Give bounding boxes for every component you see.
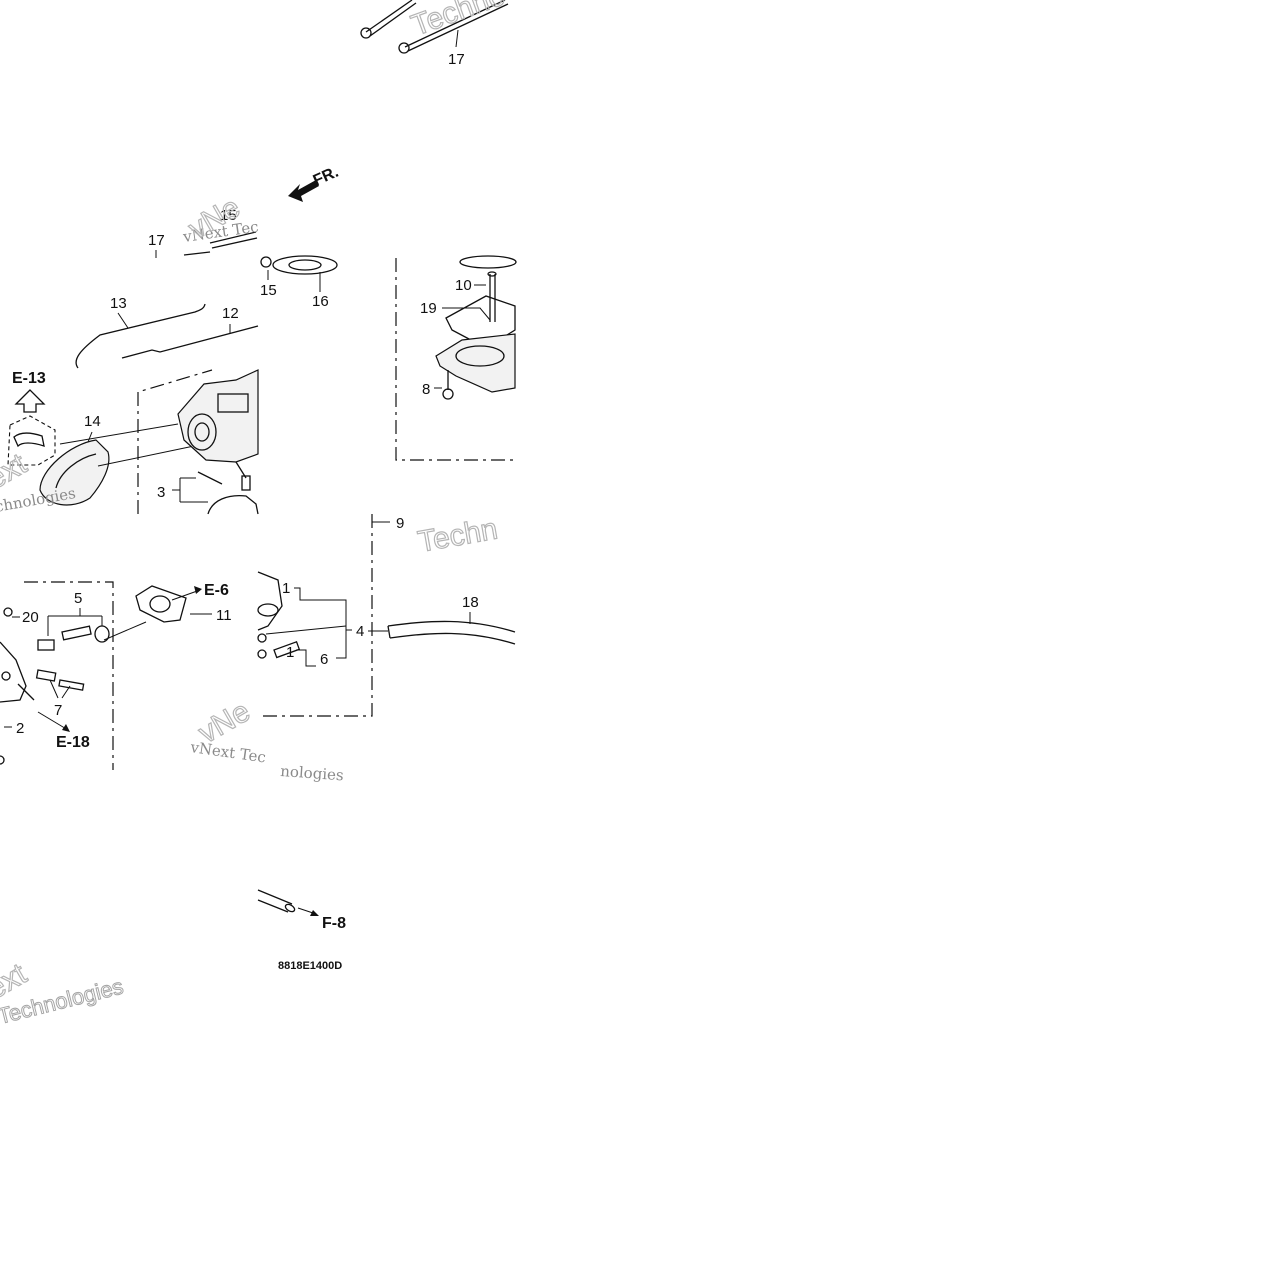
fuel-tube-bottom [257,889,296,913]
callout-13: 13 [110,295,127,312]
callout-14: 14 [84,413,101,430]
insulator-leader [103,621,147,641]
callout-6: 6 [320,651,328,668]
pin-3 [197,471,223,485]
e18-leader [37,711,69,731]
air-cover-14 [39,423,195,506]
fuel-tube-18 [387,620,516,645]
callout-5: 5 [74,590,82,607]
ref-f8: F-8 [322,915,346,932]
callout-1-lower: 1 [286,644,294,661]
watermark-chnologies-left: chnologies [0,484,77,516]
callout-8: 8 [422,381,430,398]
rod-12 [121,325,259,359]
insulator-11 [135,585,187,623]
screw-8 [442,388,454,400]
diaphragm-top [459,255,517,269]
bolt-17-top [360,0,509,54]
callout-15-upper: 15 [220,207,237,224]
callout-2: 2 [16,720,24,737]
callout-15-lower: 15 [260,282,277,299]
callout-17-upper: 17 [148,232,165,249]
callout-16: 16 [312,293,329,310]
callout-19: 19 [420,300,437,317]
up-arrow-icon [14,389,46,413]
watermark-techno-top: Techno [407,0,509,43]
screw-7-set [35,669,85,691]
callout-12: 12 [222,305,239,322]
gasket-19 [445,295,516,349]
figure-code: 8818E1400D [278,960,342,972]
throttle-body-left [0,641,35,703]
watermark-ext-left: ext [0,447,33,496]
dashed-frame-middle [258,514,373,717]
front-direction-label: FR. [311,164,341,190]
callout-18: 18 [462,594,479,611]
callout-9: 9 [396,515,404,532]
diaphragm-cover [257,571,283,643]
screw-20 [3,607,13,617]
callout-7: 7 [54,702,62,719]
dashed-frame-left-lower [24,581,114,770]
callout-4: 4 [356,623,364,640]
rod-13 [75,303,206,369]
screw-5-set [37,625,110,651]
watermark-nologies-lower: nologies [280,762,345,784]
callout-1-upper: 1 [282,580,290,597]
callout-10: 10 [455,277,472,294]
callout-20: 20 [22,609,39,626]
grommet-16 [260,255,338,275]
float [207,494,259,515]
front-direction-arrow-icon [288,180,319,202]
carburetor-body [137,369,259,514]
hose-dashed-outline [7,415,56,466]
callout-17-top: 17 [448,51,465,68]
ref-e18: E-18 [56,734,90,751]
watermark-techn-right: Techn [415,512,500,558]
float-chamber [435,333,516,393]
hose-elbow [13,432,45,448]
callout-11: 11 [216,607,232,624]
dashed-frame-right-upper [395,258,515,461]
ref-e6: E-6 [204,582,229,599]
ref-e13: E-13 [12,370,46,387]
bolt-15 [183,231,258,256]
watermark-vnext-lower: vNext Tec [188,738,267,767]
callout-3: 3 [157,484,165,501]
screw-6 [257,640,301,659]
